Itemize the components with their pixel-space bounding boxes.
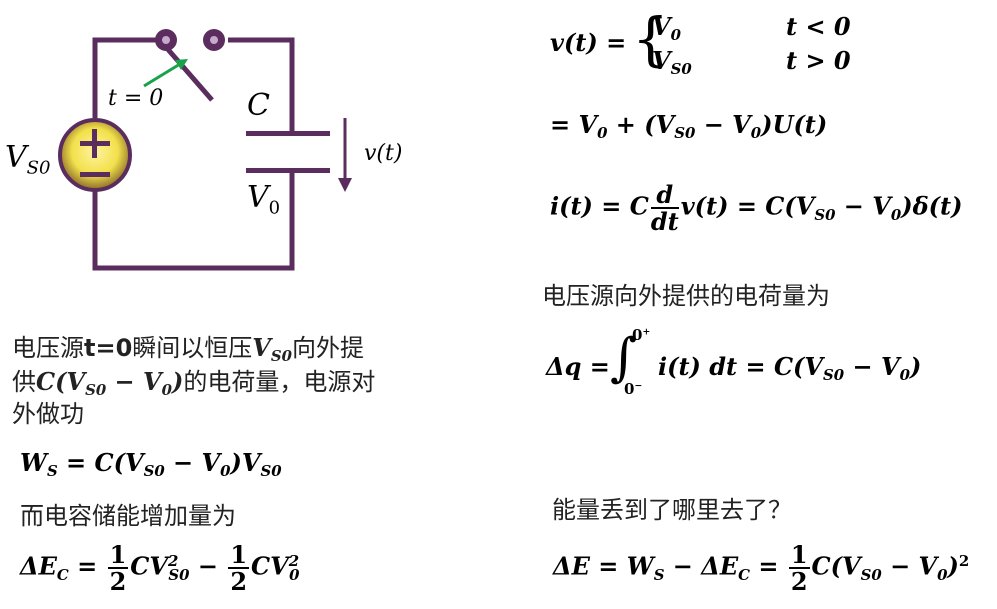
paragraph-line-3: 外做功 xyxy=(12,400,84,428)
capacitor-bottom-plate xyxy=(246,168,330,173)
capacitor-label: C xyxy=(247,88,270,123)
capacitor-voltage-label: v(t) xyxy=(364,141,403,166)
capacitor-top-plate xyxy=(246,131,330,136)
rc-circuit-diagram xyxy=(58,29,352,271)
step-function-equation: = V0 + (VS0 − V0)U(t) xyxy=(550,110,828,143)
circuit-wires xyxy=(92,37,295,271)
paragraph-line-1: 电压源t=0瞬间以恒压VS0向外提 xyxy=(12,333,364,366)
source-voltage-label: VS0 xyxy=(5,140,51,179)
wire-left-top xyxy=(92,37,160,118)
energy-question-text: 能量丢到了哪里去了？ xyxy=(552,496,792,524)
switch-time-label: t = 0 xyxy=(108,86,164,111)
source-polarity-icon xyxy=(80,129,110,177)
capacitor-initial-voltage-label: V0 xyxy=(247,180,281,219)
paragraph-line-2: 供C(VS0 − V0)的电荷量，电源对 xyxy=(12,367,376,400)
source-work-equation: WS = C(VS0 − V0)VS0 xyxy=(20,448,282,481)
wire-bottom xyxy=(92,170,295,271)
switch-time-arrow xyxy=(143,59,188,88)
voltage-arrow xyxy=(338,118,352,192)
wire-right-top xyxy=(228,37,295,133)
switch-blade xyxy=(163,44,214,102)
capacitor-energy-text: 而电容储能增加量为 xyxy=(20,502,236,530)
charge-text: 电压源向外提供的电荷量为 xyxy=(542,282,830,310)
